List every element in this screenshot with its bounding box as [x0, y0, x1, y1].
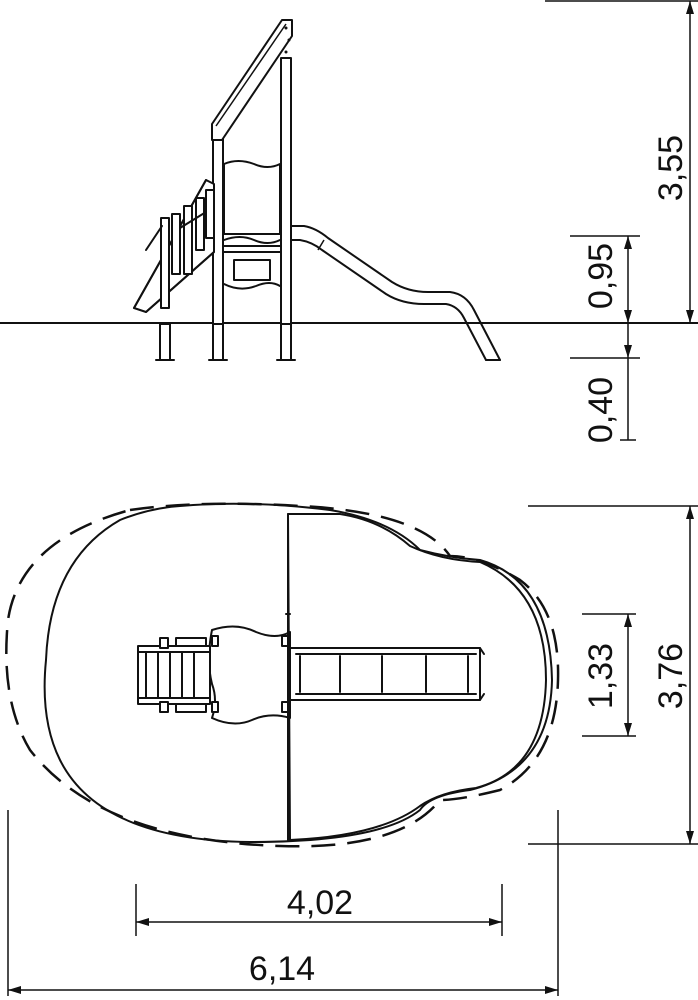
safety-area-dashed: [5, 502, 560, 848]
foundation-posts: [155, 323, 296, 361]
dim-slide-width: 1,33: [582, 643, 620, 709]
ladder-plan: [137, 637, 211, 713]
dim-total-height: 3,55: [652, 135, 690, 201]
slide-side: [289, 225, 501, 361]
platform-plan: [208, 611, 291, 737]
ladder-side: [133, 179, 215, 313]
dim-foundation-depth: 0,40: [582, 377, 620, 443]
dim-safety-area-depth: 3,76: [652, 643, 690, 709]
structure-outline: [287, 513, 547, 841]
side-panel: [223, 160, 281, 290]
slide-plan: [289, 647, 485, 701]
side-dimension-lines: [545, 0, 698, 441]
plan-view: 1,33 3,76 4,02 6,14: [5, 502, 698, 996]
side-view: 3,55 0,95 0,40: [0, 0, 698, 443]
plan-dimension-lines: [7, 505, 698, 996]
dim-platform-height: 0,95: [582, 243, 620, 309]
roof-rail: [211, 19, 293, 141]
dim-equipment-length: 4,02: [287, 884, 353, 922]
safety-area-solid: [43, 502, 553, 843]
rear-post: [280, 57, 292, 325]
dim-safety-area-length: 6,14: [249, 950, 315, 988]
